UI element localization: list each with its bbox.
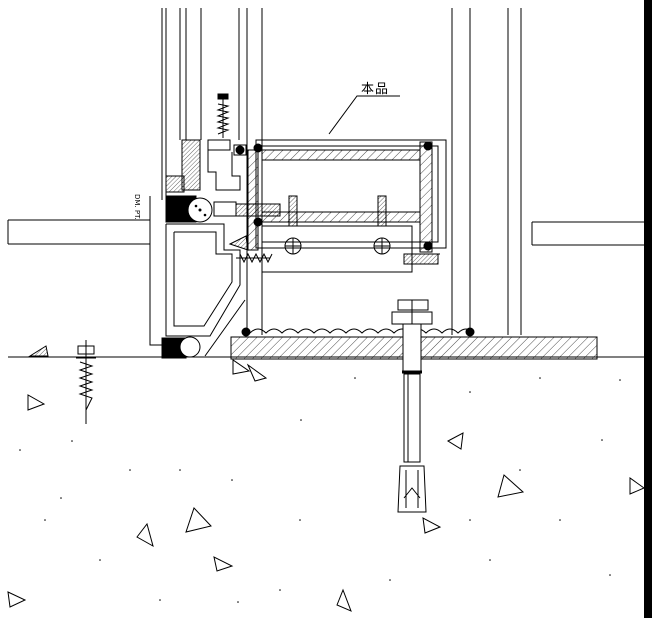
sealant-icon bbox=[28, 299, 246, 359]
part-label: 本品 bbox=[361, 82, 390, 97]
sealant-label: DM. PT. bbox=[133, 194, 141, 220]
right-border-bar bbox=[644, 0, 652, 618]
screw-icon bbox=[216, 93, 230, 138]
profile-screws bbox=[236, 195, 439, 265]
steel-profile-box bbox=[247, 139, 447, 273]
anchor-bolt-icon bbox=[391, 299, 433, 513]
backer-rod-icon bbox=[149, 195, 281, 346]
side-slabs bbox=[7, 219, 644, 246]
concrete-aggregate bbox=[7, 359, 646, 612]
screw-icon bbox=[76, 340, 96, 424]
label-leader bbox=[328, 95, 400, 135]
glazing-unit bbox=[165, 139, 247, 193]
